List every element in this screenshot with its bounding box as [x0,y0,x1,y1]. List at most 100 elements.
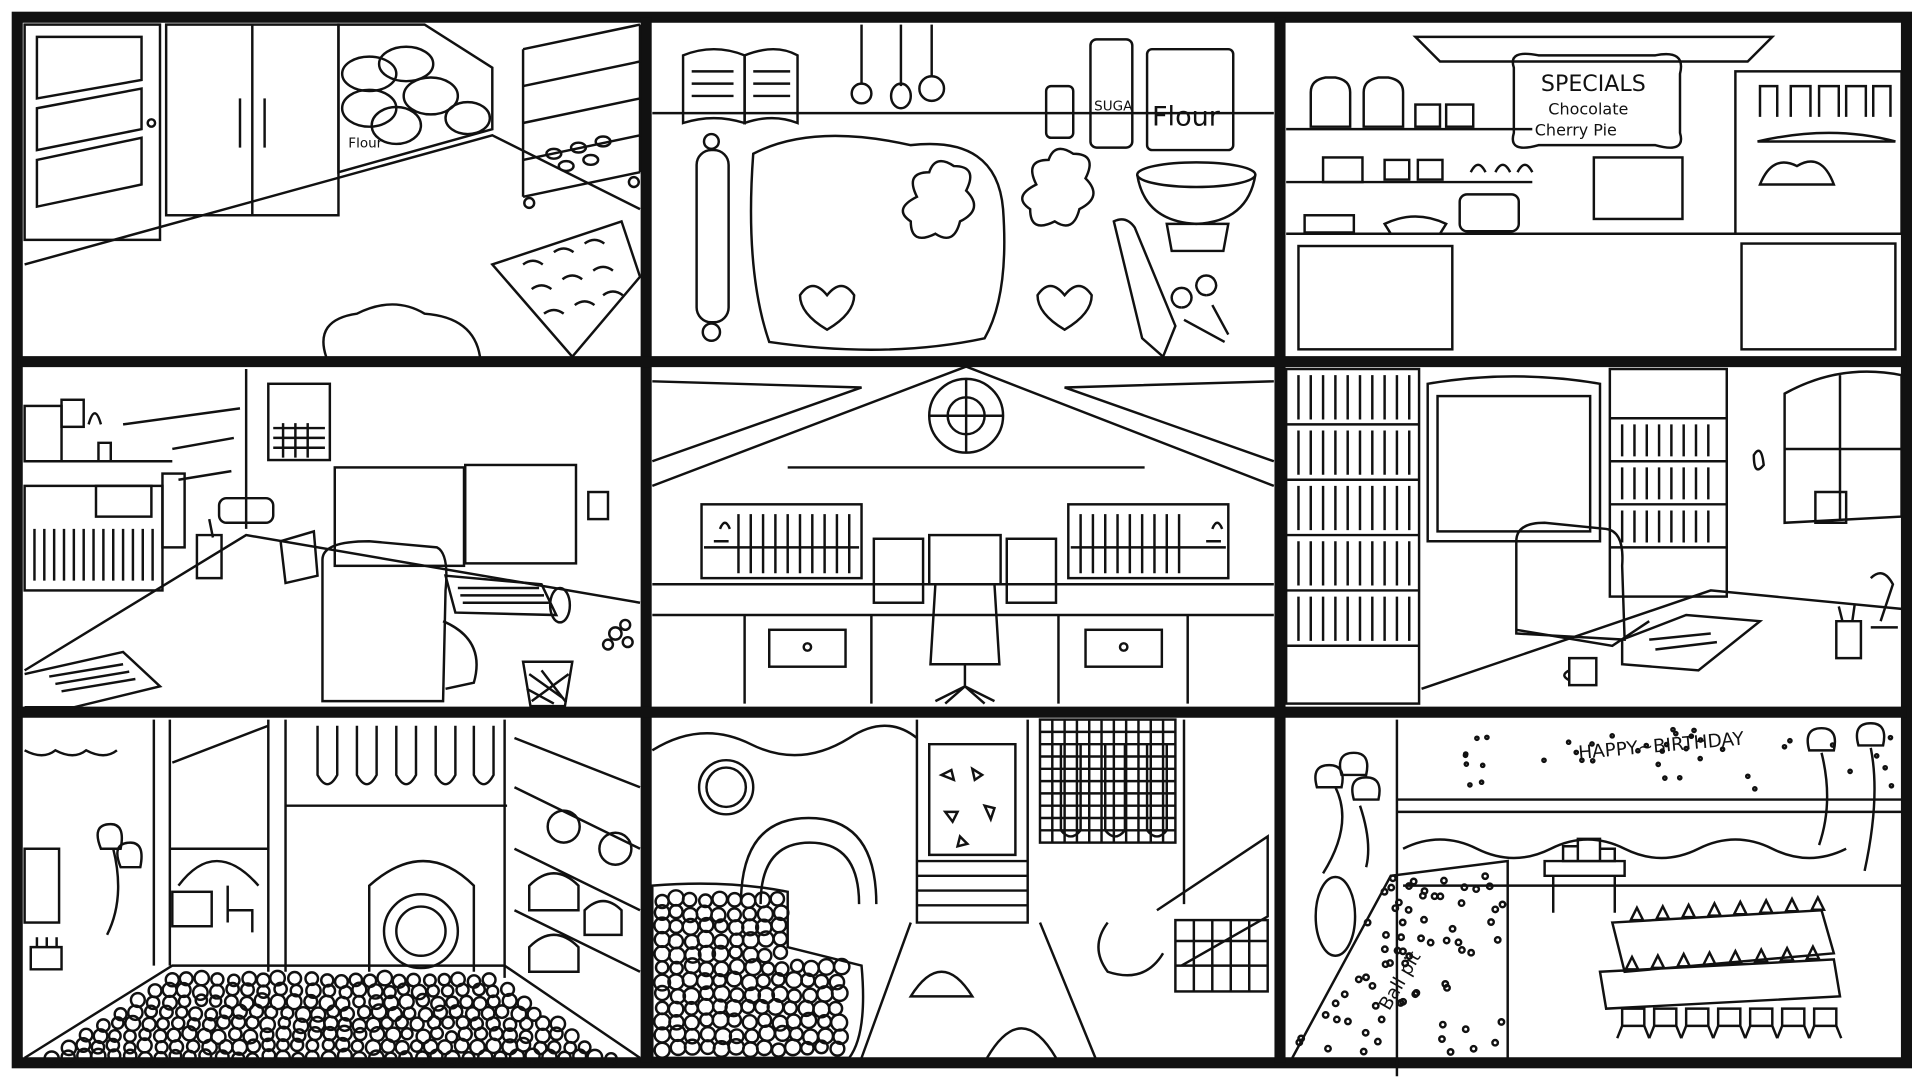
bookcase-tall [1284,367,1421,705]
ball [398,1050,413,1065]
confetti-dot [1887,734,1894,741]
sprinkle-jar [1044,84,1075,139]
ball [772,904,790,922]
confetti-dot [1368,981,1377,990]
confetti-dot [1485,882,1494,891]
ball [740,892,757,910]
confetti-dot [1405,882,1413,890]
party-hat [1706,900,1723,917]
confetti-dot [1344,1017,1352,1026]
confetti-dot [1609,732,1616,739]
arch [739,816,878,905]
rolling-pin [695,132,730,342]
confetti-dot [1388,874,1397,883]
ball [713,933,730,950]
ball [741,918,760,937]
ball [772,930,789,947]
ball-pit-wall [1291,859,1509,1059]
ball [394,1015,409,1030]
ball [681,971,699,989]
ball [518,1029,534,1045]
ball-pit [23,964,641,1059]
panel-9-party-room: HAPPY~BIRTHDAY Ball pit [1291,719,1902,1077]
ball [741,1041,759,1059]
sugar-jar: SUGA [1089,38,1134,149]
confetti-dot [1457,899,1466,908]
birthday-banner: HAPPY~BIRTHDAY [1577,729,1745,764]
specials-sign: SPECIALS Chocolate Cherry Pie [1511,52,1683,149]
party-hat [1628,905,1646,922]
ball [78,1027,94,1043]
confetti-dot [1676,774,1683,781]
wavy-wall [651,724,918,757]
ball [155,1016,170,1031]
confetti-dot [1469,1044,1478,1053]
ball [557,1050,572,1065]
party-hat [1804,943,1822,961]
wall-calendar [267,382,332,462]
ball [334,1036,351,1053]
confetti-dot [1829,742,1836,748]
flour-jar-label: Flour [1152,101,1221,132]
confetti-dot [1440,876,1448,885]
confetti-dot [1438,1020,1447,1029]
ball [667,1000,685,1018]
ball [277,1016,292,1030]
party-hat [1778,945,1796,962]
bookcase-mid [1608,367,1728,598]
party-hat [1654,903,1671,920]
cash-register [1592,156,1684,221]
balloons [96,822,143,936]
confetti-dot [1579,757,1585,764]
ball [726,907,743,923]
ball [290,1051,306,1066]
confetti-dot [1426,938,1435,947]
ball [485,984,500,999]
confetti-dot [1589,741,1595,747]
ball [186,1017,201,1032]
confetti-dot [1787,737,1793,744]
ball [402,1006,417,1021]
ball [541,1048,558,1066]
ball [305,1038,320,1053]
confetti-dot [1467,948,1476,957]
sugar-jar-label: SUGA [1094,99,1133,115]
ball [110,1016,125,1030]
ball [161,994,178,1011]
cup-with-straw [195,518,223,580]
ball [245,1052,260,1066]
ball [654,960,670,975]
spoon-set [1170,274,1230,344]
ball [829,1040,846,1057]
dough-blob [322,303,482,358]
arched-window [1783,370,1903,525]
confetti-dot [1332,1015,1341,1024]
ball [519,1016,534,1032]
ball [493,1050,508,1065]
confetti-dot [1295,1038,1304,1047]
ball [107,1048,122,1063]
ball [178,971,194,987]
confetti-dot [1391,904,1400,913]
ball [138,1027,152,1042]
ball [201,1038,218,1056]
ball [563,1028,580,1044]
heart-cutout [798,284,856,332]
ball [485,1037,502,1055]
ball [269,969,287,987]
ball [681,891,698,908]
ball [410,983,428,1001]
party-hat [1783,896,1801,913]
confetti-dot [1491,1038,1500,1047]
ball [710,906,727,924]
confetti-dot [1394,898,1403,907]
ball [668,903,684,920]
cake-tin [1458,193,1520,233]
ball [828,973,846,991]
ball [510,1005,528,1023]
open-book [1620,613,1764,672]
ball-pool [651,882,865,1060]
ball [683,1027,701,1045]
confetti-dot [1882,764,1888,771]
ball [123,1041,137,1055]
